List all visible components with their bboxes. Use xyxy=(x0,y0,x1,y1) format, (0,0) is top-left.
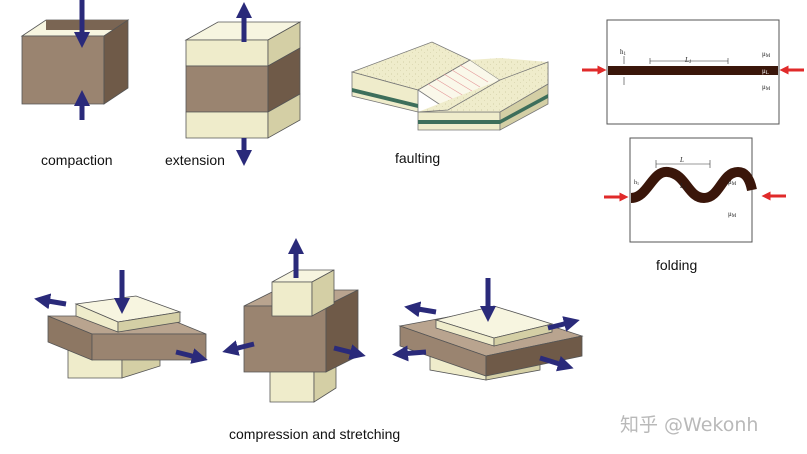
c1-arrow-right xyxy=(175,348,208,364)
c1-arrow-left xyxy=(34,293,67,310)
mu-l-label: μL xyxy=(762,67,769,76)
extension-box xyxy=(184,1,302,167)
compaction-box-front xyxy=(21,35,105,105)
compression-block-2 xyxy=(222,237,366,403)
c2-arrow-right xyxy=(333,344,366,360)
watermark: 知乎 @Wekonh xyxy=(620,414,759,436)
mu-m-bottom-label: μM xyxy=(762,83,771,92)
extension-front-cream-top xyxy=(185,39,269,67)
fold-l-label: L xyxy=(679,156,684,164)
compression-block-1 xyxy=(34,270,208,379)
c2-cube-front xyxy=(271,281,313,317)
c3-arrow-upper-left xyxy=(404,301,437,318)
fault-left-stripe xyxy=(352,88,418,108)
extension-front-brown xyxy=(185,65,269,113)
folding-label: folding xyxy=(656,257,698,273)
h1-label: h1 xyxy=(620,48,627,57)
fold-h1-label: h1 xyxy=(634,180,639,186)
fault-scarp-striations xyxy=(427,64,489,102)
faulting-block xyxy=(350,41,549,131)
fold-mu-m-bottom-label: μM xyxy=(728,210,737,219)
c3-arrow-lower-right xyxy=(539,355,574,372)
c3-top-cream-side xyxy=(493,323,553,347)
compression-block-3 xyxy=(392,278,584,381)
fault-right-stripe-front xyxy=(418,120,500,124)
compaction-box-side xyxy=(103,19,129,105)
fold-diagram: L L1 h1 μM μL μM xyxy=(604,137,786,243)
c2-cube-side xyxy=(311,269,335,317)
compression-label: compression and stretching xyxy=(229,426,401,442)
extension-label: extension xyxy=(165,152,225,168)
fault-top-surface xyxy=(417,61,549,113)
c3-arrow-lower-left xyxy=(392,345,427,362)
fault-right-top2 xyxy=(418,58,548,112)
c3-slab-side xyxy=(485,335,583,377)
fold-mu-l-label: μL xyxy=(728,195,735,204)
c3-arrow-upper-right xyxy=(547,316,580,332)
c1-top-cream-side xyxy=(117,311,181,333)
competent-layer xyxy=(608,66,778,75)
mu-m-top-label: μM xyxy=(762,50,771,59)
c2-arrow-left xyxy=(222,340,255,356)
fault-right-stripe-side xyxy=(500,94,548,124)
faulting-label: faulting xyxy=(395,150,441,166)
layer-diagram: h1 L1 μM μL μM xyxy=(582,19,804,125)
fold-l1-label: L1 xyxy=(679,182,686,191)
extension-side-cream-bottom xyxy=(267,93,301,139)
extension-front-cream-bottom xyxy=(185,111,269,139)
folded-layer xyxy=(630,166,757,204)
compaction-label: compaction xyxy=(41,152,113,168)
compaction-box-back xyxy=(46,20,128,30)
compaction-box xyxy=(20,0,130,120)
l1-label: L1 xyxy=(684,56,691,65)
fold-mu-m-top-label: μM xyxy=(728,178,737,187)
